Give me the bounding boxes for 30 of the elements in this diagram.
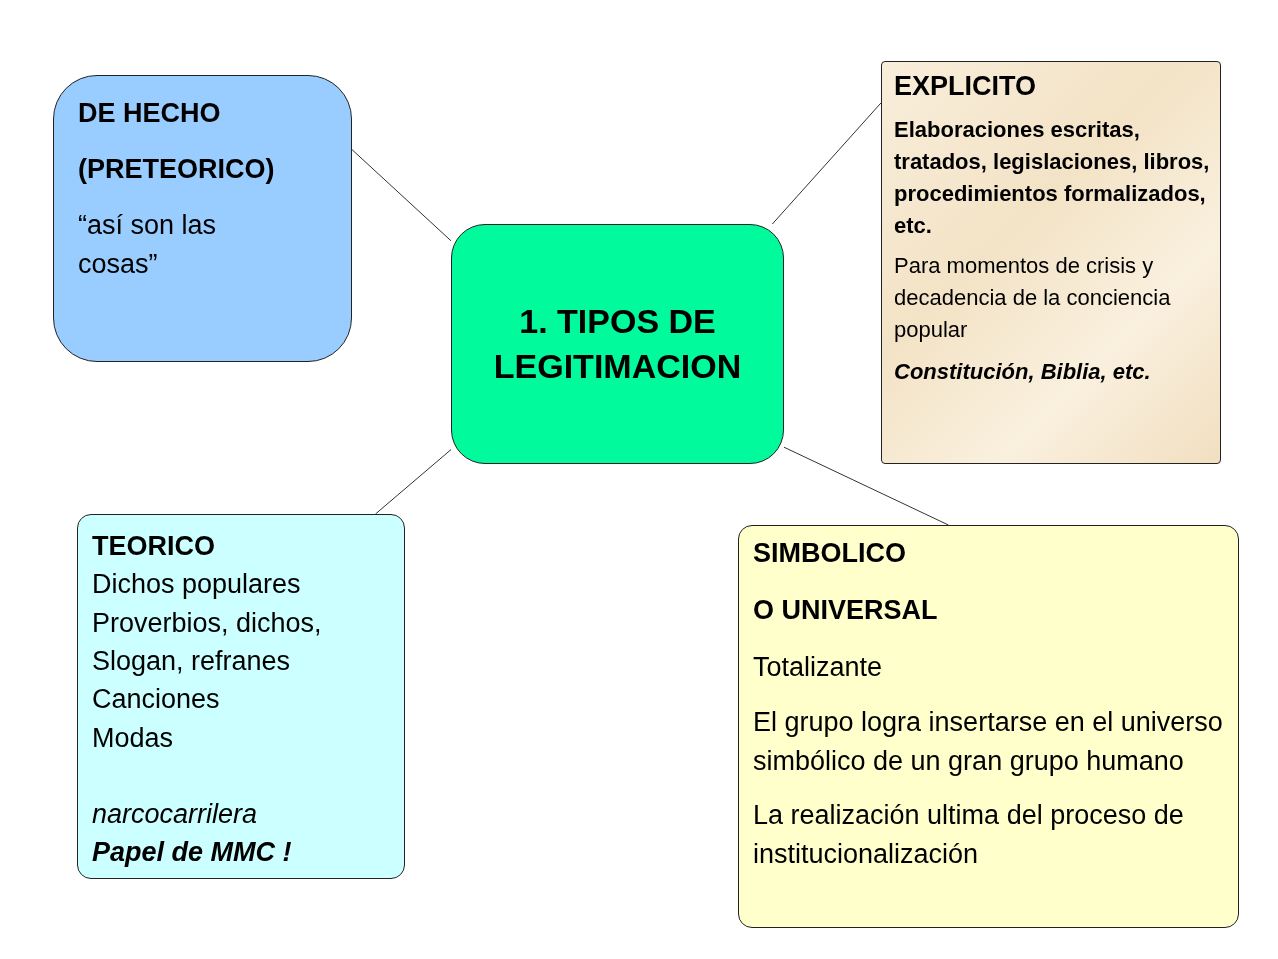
description-text: Elaboraciones escritas, tratados, legislaciones, libros, procedimientos formalizados, etc. xyxy=(894,116,1210,241)
box-subheading: O UNIVERSAL xyxy=(753,594,939,628)
topic-box xyxy=(451,224,784,464)
category-box xyxy=(738,525,1239,928)
note-text: Papel de MMC ! xyxy=(92,836,293,870)
box-subheading: (PRETEORICO) xyxy=(78,153,276,187)
connector-line xyxy=(771,102,882,225)
connector-line xyxy=(375,449,452,515)
connector-line xyxy=(783,446,949,526)
box-heading: SIMBOLICO xyxy=(753,537,907,570)
description-text: La realización ultima del proceso de institucionalización xyxy=(753,798,1185,871)
description-text: El grupo logra insertarse en el universo simbólico de un gran grupo humano xyxy=(753,706,1224,779)
example-text: Constitución, Biblia, etc. xyxy=(894,357,1152,386)
category-box xyxy=(881,61,1221,464)
box-heading: DE HECHO xyxy=(78,97,222,130)
description-text: Totalizante xyxy=(753,651,884,685)
category-box xyxy=(53,75,352,362)
connector-line xyxy=(351,149,452,242)
list-item: Proverbios, dichos, xyxy=(92,606,323,640)
list-item: Modas xyxy=(92,721,175,755)
description-text: Para momentos de crisis y decadencia de la conciencia popular xyxy=(894,251,1172,344)
box-heading: TEORICO xyxy=(92,530,216,563)
quote-text: “así son las cosas” xyxy=(78,209,218,282)
list-item: Dichos populares xyxy=(92,568,302,602)
box-heading: EXPLICITO xyxy=(894,70,1038,103)
topic-title: 1. TIPOS DE LEGITIMACION xyxy=(492,301,743,387)
example-text: narcocarrilera xyxy=(92,797,259,831)
category-box xyxy=(77,514,405,879)
list-item: Canciones xyxy=(92,683,221,717)
list-item: Slogan, refranes xyxy=(92,645,292,678)
